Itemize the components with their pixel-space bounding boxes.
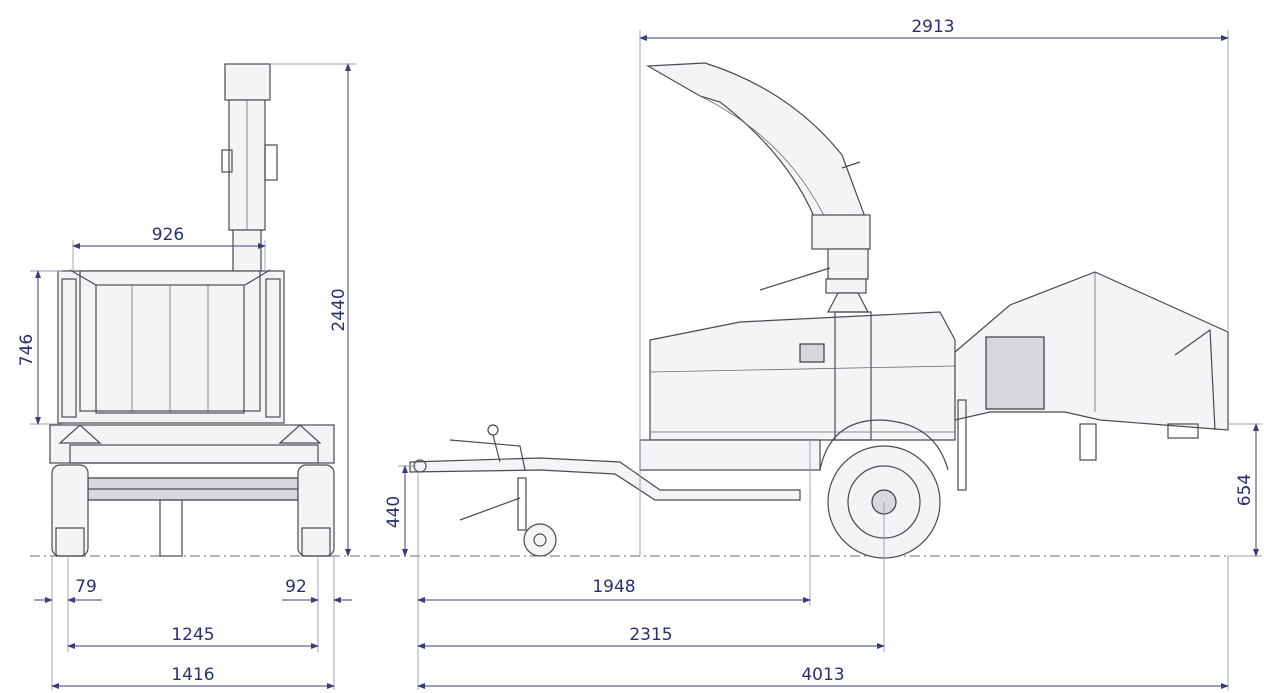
dim-1948-label: 1948 — [592, 577, 635, 597]
dim-2913: 2913 — [639, 17, 1229, 556]
dim-2315-label: 2315 — [629, 625, 672, 645]
dim-1245-label: 1245 — [171, 625, 214, 645]
dim-654: 654 — [1228, 423, 1262, 557]
dim-4013-label: 4013 — [801, 665, 844, 685]
front-infeed-hopper — [57, 269, 285, 424]
dim-746-label: 746 — [17, 334, 37, 366]
dim-926: 926 — [72, 225, 266, 271]
side-drawbar — [409, 424, 801, 521]
dim-79-label: 79 — [75, 577, 97, 597]
side-jockey-wheel — [517, 477, 557, 557]
dim-79: 79 — [34, 556, 102, 605]
dim-92: 92 — [282, 556, 352, 605]
dim-1948: 1948 — [417, 440, 811, 690]
side-engine-housing — [639, 311, 956, 471]
dim-2315: 2315 — [417, 502, 885, 652]
dim-92-label: 92 — [285, 577, 307, 597]
dim-1416: 1416 — [51, 605, 335, 690]
side-infeed-hopper — [954, 271, 1229, 491]
dim-4013: 4013 — [417, 556, 1229, 690]
dim-1245: 1245 — [67, 605, 319, 652]
dim-2440-label: 2440 — [329, 288, 349, 331]
dim-654-label: 654 — [1235, 474, 1255, 506]
front-discharge-chute — [221, 63, 278, 273]
dim-2913-label: 2913 — [911, 17, 954, 37]
front-wheels — [51, 464, 335, 557]
dim-2440: 2440 — [270, 63, 356, 557]
side-view: 2913 440 654 1948 2315 — [384, 17, 1262, 690]
dim-746: 746 — [17, 270, 62, 425]
dim-1416-label: 1416 — [171, 665, 214, 685]
front-chassis — [49, 424, 335, 557]
side-discharge-chute — [645, 62, 871, 313]
dim-440-label: 440 — [384, 496, 404, 528]
dim-926-label: 926 — [152, 225, 184, 245]
front-view: 926 746 2440 79 92 — [17, 63, 356, 690]
dim-440: 440 — [384, 465, 416, 557]
